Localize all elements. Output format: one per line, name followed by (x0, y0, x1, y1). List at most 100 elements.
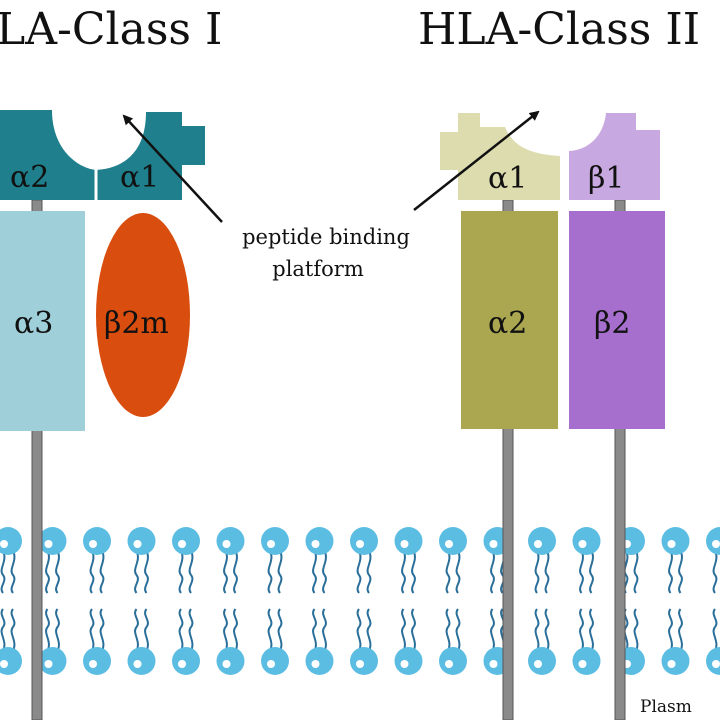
lipid-head (439, 647, 467, 675)
lipid-head-highlight (489, 660, 498, 668)
lipid-head-highlight (222, 660, 231, 668)
lipid-head (127, 527, 156, 555)
lipid-head (528, 647, 556, 675)
lipid-tail (445, 550, 451, 594)
lipid-tail (188, 550, 194, 594)
lipid-head (83, 527, 111, 555)
lipid-tail (322, 550, 327, 594)
lipid-heads (0, 527, 720, 675)
lipid-tail (534, 550, 540, 594)
lipid-tail (544, 550, 550, 594)
lipid-tail (401, 608, 406, 652)
lipid-head-highlight (0, 660, 8, 668)
lipid-head (350, 647, 378, 675)
class2-beta1-label: β1 (588, 161, 624, 196)
lipid-tail (55, 608, 60, 652)
lipid-tail (490, 550, 495, 594)
lipid-tail (366, 550, 372, 594)
lipid-tail (89, 608, 95, 652)
lipid-head-highlight (44, 540, 53, 548)
b2m-label: β2m (104, 306, 169, 341)
lipid-tails (0, 550, 718, 652)
lipid-head-highlight (667, 540, 676, 548)
lipid-head (172, 527, 200, 555)
lipid-tail (277, 550, 283, 594)
lipid-head-highlight (311, 540, 320, 548)
lipid-tail (712, 550, 718, 594)
lipid-head (661, 527, 690, 555)
lipid-head-highlight (311, 660, 320, 668)
lipid-head (172, 647, 200, 675)
lipid-tail (633, 550, 639, 594)
lipid-head-highlight (400, 540, 409, 548)
lipid-tail (55, 550, 60, 594)
lipid-tail (89, 550, 95, 594)
lipid-head-highlight (445, 660, 453, 668)
lipid-tail (144, 608, 149, 652)
class1-alpha2-domain (0, 110, 96, 200)
lipid-head (706, 647, 720, 675)
class1-alpha2-label: α2 (10, 160, 49, 195)
lipid-head (305, 647, 334, 675)
annotation-line-1: peptide binding (242, 225, 410, 249)
lipid-tail (589, 550, 594, 594)
lipid-head-highlight (489, 540, 498, 548)
lipid-tail (356, 550, 362, 594)
lipid-tail (678, 608, 683, 652)
annotation-line-2: platform (272, 257, 364, 281)
lipid-head-highlight (178, 540, 186, 548)
lipid-tail (455, 550, 461, 594)
lipid-tail (178, 550, 184, 594)
lipid-tail (45, 608, 50, 652)
lipid-tail (223, 608, 228, 652)
lipid-head-highlight (89, 660, 97, 668)
lipid-tail (322, 608, 327, 652)
lipid-head (572, 647, 601, 675)
lipid-tail (668, 550, 673, 594)
lipid-head (127, 647, 156, 675)
class1-alpha3-domain (0, 211, 85, 431)
lipid-head (350, 527, 378, 555)
lipid-head (0, 527, 22, 555)
lipid-tail (312, 608, 317, 652)
lipid-tail (312, 550, 317, 594)
lipid-head-highlight (356, 660, 364, 668)
lipid-tail (188, 608, 194, 652)
lipid-tail (178, 608, 184, 652)
lipid-tail (223, 550, 228, 594)
class2-molecule: α1 β1 α2 β2 (440, 113, 665, 429)
lipid-tail (10, 608, 16, 652)
lipid-head-highlight (222, 540, 231, 548)
lipid-tail (10, 550, 16, 594)
b2m-domain (96, 213, 190, 417)
lipid-tail (579, 550, 584, 594)
lipid-head (572, 527, 601, 555)
lipid-tail (277, 608, 283, 652)
lipid-head-highlight (0, 540, 8, 548)
lipid-tail (267, 550, 273, 594)
lipid-head-highlight (178, 660, 186, 668)
lipid-head-highlight (712, 540, 720, 548)
lipid-head-highlight (534, 540, 542, 548)
lipid-head (216, 527, 245, 555)
arrow-to-class2-groove (413, 110, 540, 211)
class2-beta2-label: β2 (594, 306, 630, 341)
membrane-label: Plasm (640, 697, 692, 717)
lipid-head (0, 647, 22, 675)
lipid-tail (366, 608, 372, 652)
lipid-tail (99, 608, 105, 652)
lipid-tail (99, 550, 105, 594)
lipid-head-highlight (578, 540, 587, 548)
lipid-head-highlight (267, 660, 275, 668)
lipid-head (305, 527, 334, 555)
lipid-tail (712, 608, 718, 652)
class1-alpha1-domain (96, 112, 205, 200)
class2-beta2-domain (569, 211, 665, 429)
lipid-head (706, 527, 720, 555)
lipid-tail (0, 550, 6, 594)
lipid-tail (490, 608, 495, 652)
lipid-head (261, 647, 289, 675)
lipid-tail (134, 550, 139, 594)
title-class-2: HLA-Class II (418, 4, 700, 55)
lipid-head-highlight (133, 540, 142, 548)
